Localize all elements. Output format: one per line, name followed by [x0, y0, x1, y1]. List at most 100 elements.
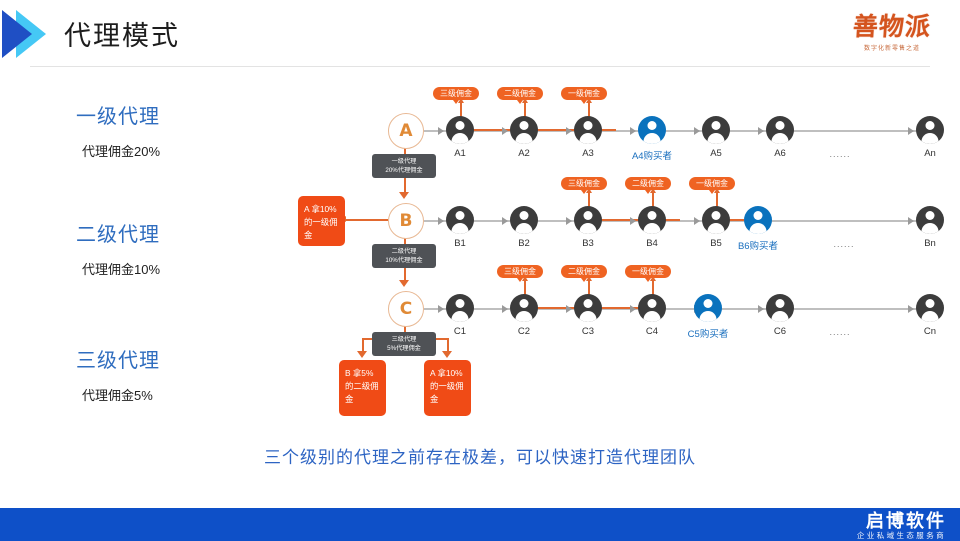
- level-item-3: 三级代理 代理佣金5%: [76, 344, 296, 404]
- row-a-pill-2-text: 二级佣金: [504, 89, 536, 98]
- diagram-row-c: C 三级代理 5%代理佣金 三级佣金 二级佣金 一级佣金: [300, 260, 960, 356]
- row-b-pill-1-text: 一级佣金: [696, 179, 728, 188]
- row-c-pill-2: 二级佣金: [561, 265, 607, 282]
- row-b-badge: 二级代理 10%代理佣金: [372, 244, 436, 268]
- row-a-mini-arrow-1: [438, 127, 444, 135]
- table-row[interactable]: B2: [510, 206, 538, 249]
- footer-logo: 启博软件 企业私域生态服务商: [857, 511, 946, 541]
- row-a-node-label-2: A2: [518, 148, 530, 159]
- brand-tagline: 数字化新零售之道: [863, 46, 920, 52]
- table-row[interactable]: A3: [574, 116, 602, 159]
- row-b-side-box-text: A 拿10%的一级佣金: [304, 204, 338, 240]
- row-b-node-label-2: B2: [518, 238, 530, 249]
- table-row[interactable]: A2: [510, 116, 538, 159]
- table-row[interactable]: B4: [638, 206, 666, 249]
- row-c-ellipsis-text: ......: [829, 327, 851, 337]
- row-b-root-node[interactable]: B: [388, 203, 424, 239]
- table-row[interactable]: Cn: [916, 294, 944, 337]
- table-row[interactable]: C6: [766, 294, 794, 337]
- row-a-baseline: [424, 130, 920, 132]
- row-a-pill-3: 三级佣金: [433, 87, 479, 104]
- trunk-arrow-b: [399, 192, 409, 199]
- row-b-pill-2-text: 二级佣金: [632, 179, 664, 188]
- person-icon: [574, 294, 602, 322]
- row-b-node-label-4: B4: [646, 238, 658, 249]
- level-3-title: 三级代理: [76, 350, 160, 372]
- table-row[interactable]: B3: [574, 206, 602, 249]
- person-icon: [638, 206, 666, 234]
- row-a-mini-arrow-6: [758, 127, 764, 135]
- footer-bar: 启博软件 企业私域生态服务商: [0, 508, 960, 541]
- level-2-title: 二级代理: [76, 224, 160, 246]
- row-b-badge-line1: 二级代理: [391, 248, 417, 255]
- row-c-mini-arrow-4: [630, 305, 636, 313]
- row-c-root-letter: C: [399, 299, 413, 319]
- row-a-mini-arrow-7: [908, 127, 914, 135]
- row-b-node-label-6: B6购买者: [737, 241, 779, 252]
- bottom-bracket-left: [362, 338, 364, 352]
- person-icon: [446, 294, 474, 322]
- row-c-mini-arrow-3: [566, 305, 572, 313]
- person-icon: [702, 206, 730, 234]
- level-1-subtitle: 代理佣金20%: [82, 144, 161, 159]
- person-icon: [446, 206, 474, 234]
- person-icon: [510, 116, 538, 144]
- table-row[interactable]: C1: [446, 294, 474, 337]
- row-a-node-label-7: An: [924, 148, 936, 159]
- row-b-node-label-1: B1: [454, 238, 466, 249]
- row-a-root-letter: A: [399, 121, 413, 141]
- row-b-mini-arrow-2: [502, 217, 508, 225]
- row-c-baseline: [424, 308, 920, 310]
- table-row[interactable]: B6购买者: [738, 206, 778, 252]
- bottom-bracket-right: [447, 338, 449, 352]
- row-a-badge-line2: 20%代理佣金: [385, 167, 423, 174]
- person-icon-buyer: [638, 116, 666, 144]
- row-c-node-label-5: C5购买者: [687, 329, 729, 340]
- row-c-ellipsis: ......: [820, 294, 860, 337]
- row-b-ellipsis: ......: [824, 206, 864, 249]
- table-row[interactable]: C3: [574, 294, 602, 337]
- row-c-badge-line2: 5%代理佣金: [387, 345, 421, 352]
- double-chevron-icon: [2, 8, 64, 60]
- table-row[interactable]: C4: [638, 294, 666, 337]
- table-row[interactable]: C5购买者: [688, 294, 728, 340]
- bottom-box-b: B 拿5%的二级佣金: [339, 360, 386, 416]
- row-c-badge: 三级代理 5%代理佣金: [372, 332, 436, 356]
- row-c-root-node[interactable]: C: [388, 291, 424, 327]
- level-1-title: 一级代理: [76, 106, 160, 128]
- row-a-pill-2: 二级佣金: [497, 87, 543, 104]
- row-b-side-box: A 拿10%的一级佣金: [298, 196, 345, 246]
- table-row[interactable]: An: [916, 116, 944, 159]
- person-icon: [702, 116, 730, 144]
- row-c-node-label-4: C4: [645, 326, 659, 337]
- level-item-2: 二级代理 代理佣金10%: [76, 218, 296, 278]
- person-icon: [916, 294, 944, 322]
- table-row[interactable]: A1: [446, 116, 474, 159]
- person-icon: [574, 116, 602, 144]
- table-row[interactable]: B5: [702, 206, 730, 249]
- table-row[interactable]: A5: [702, 116, 730, 159]
- table-row[interactable]: C2: [510, 294, 538, 337]
- person-icon: [446, 116, 474, 144]
- row-c-pill-1-text: 一级佣金: [632, 267, 664, 276]
- table-row[interactable]: A6: [766, 116, 794, 159]
- row-b-mini-arrow-5: [694, 217, 700, 225]
- person-icon: [916, 116, 944, 144]
- row-a-root-node[interactable]: A: [388, 113, 424, 149]
- table-row[interactable]: A4购买者: [632, 116, 672, 162]
- row-a-badge-line1: 一级代理: [391, 158, 417, 165]
- person-icon: [638, 294, 666, 322]
- person-icon: [510, 294, 538, 322]
- row-a-mini-arrow-5: [694, 127, 700, 135]
- row-c-pill-3: 三级佣金: [497, 265, 543, 282]
- table-row[interactable]: B1: [446, 206, 474, 249]
- row-b-pill-2: 二级佣金: [625, 177, 671, 194]
- table-row[interactable]: Bn: [916, 206, 944, 249]
- row-b-mini-arrow-1: [438, 217, 444, 225]
- diagram-row-a: A 一级代理 20%代理佣金 三级佣金 二级佣金 一级佣金: [300, 82, 960, 178]
- row-c-node-label-2: C2: [517, 326, 531, 337]
- row-c-badge-line1: 三级代理: [391, 336, 417, 343]
- bottom-arrow-left: [357, 351, 367, 358]
- bottom-box-a: A 拿10%的一级佣金: [424, 360, 471, 416]
